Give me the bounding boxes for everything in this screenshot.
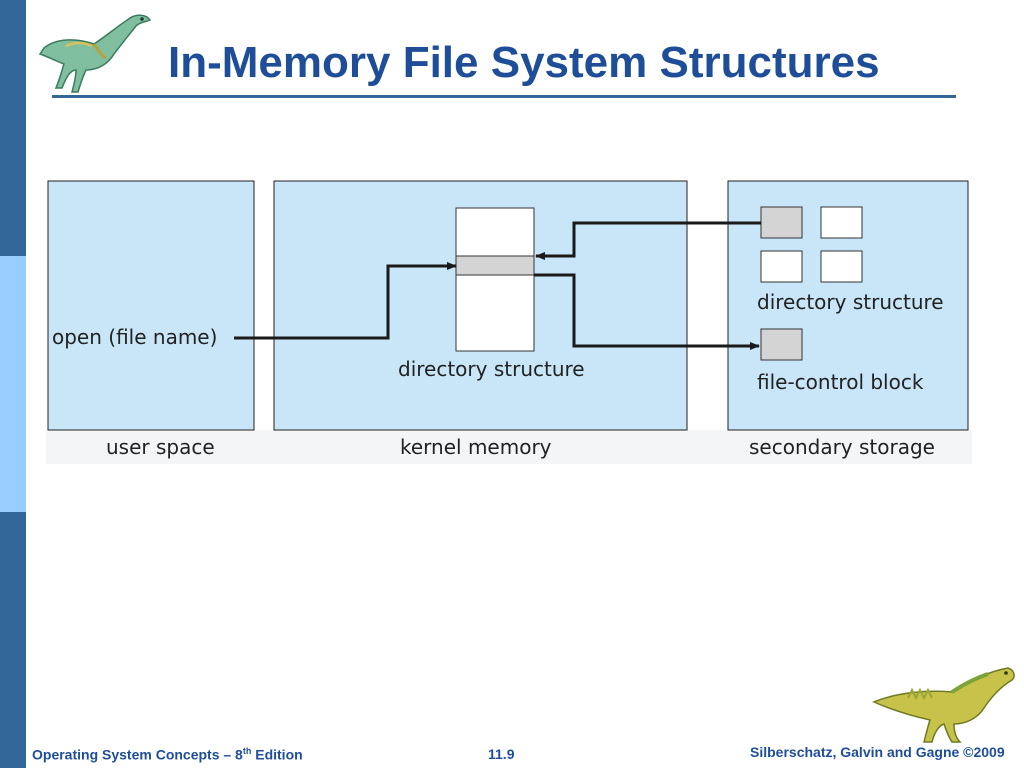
secondary-storage-label: secondary storage xyxy=(749,435,935,459)
open-call-label: open (file name) xyxy=(52,325,217,349)
kernel-structure-label: directory structure xyxy=(398,357,585,381)
left-sidebar-highlight xyxy=(0,256,26,512)
footer-book-prefix: Operating System Concepts – 8 xyxy=(32,746,243,763)
disk-directory-block xyxy=(820,250,863,283)
footer-book-suffix: Edition xyxy=(251,746,303,763)
disk-directory-block-active xyxy=(760,206,803,239)
fcb-lookup-arrow xyxy=(534,273,760,350)
footer-book-sup: th xyxy=(242,746,252,756)
user-space-box xyxy=(47,180,255,431)
directory-read-arrow xyxy=(535,221,761,260)
title-underline xyxy=(52,95,956,98)
kernel-directory-structure xyxy=(455,207,535,352)
fcb-label: file-control block xyxy=(757,370,924,394)
file-control-block-box xyxy=(760,328,803,361)
disk-directory-block xyxy=(760,250,803,283)
footer-copyright: Silberschatz, Galvin and Gagne ©2009 xyxy=(750,744,1005,760)
kernel-memory-label: kernel memory xyxy=(400,435,552,459)
file-system-diagram: open (file name) directory structure dir… xyxy=(46,180,972,464)
disk-directory-block xyxy=(820,206,863,239)
label-band xyxy=(46,430,972,464)
footer-page-number: 11.9 xyxy=(488,746,515,762)
user-space-label: user space xyxy=(106,435,215,459)
footer-book-title: Operating System Concepts – 8th Edition xyxy=(32,746,303,763)
slide-title: In-Memory File System Structures xyxy=(168,38,880,87)
open-call-arrow xyxy=(234,262,457,340)
dinosaur-logo-icon xyxy=(38,14,152,93)
kernel-directory-entry xyxy=(455,255,535,276)
dinosaur-corner-icon xyxy=(872,667,1015,743)
disk-structure-label: directory structure xyxy=(757,290,944,314)
